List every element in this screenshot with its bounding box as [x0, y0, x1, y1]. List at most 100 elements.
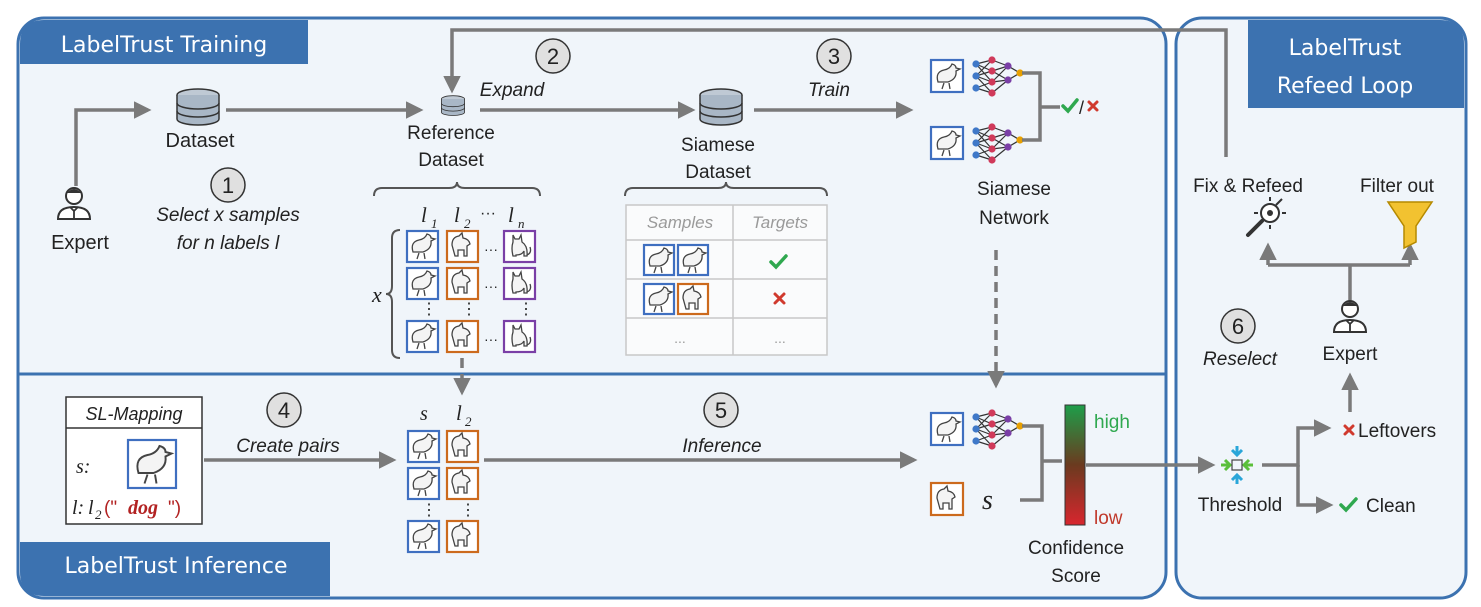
confidence-bar — [1064, 404, 1086, 526]
samples-header: Samples — [647, 213, 714, 232]
dataset-label: Dataset — [166, 130, 235, 152]
leftovers-label: Leftovers — [1358, 421, 1436, 442]
pairs-grid: ⋮ ⋮ — [406, 429, 480, 554]
siamese-table — [625, 204, 828, 356]
arrow-threshold-clean — [1296, 465, 1334, 514]
wrench-gear-icon — [1246, 197, 1286, 237]
refeed-title-line1: LabelTrust — [1289, 36, 1402, 61]
target-cross-icon — [773, 292, 786, 305]
svg-text:⋮: ⋮ — [421, 502, 437, 519]
refeed-banner — [1248, 20, 1464, 108]
siamese-ds-line2: Dataset — [685, 162, 751, 183]
step-5-badge — [703, 392, 739, 428]
clean-check-icon — [1339, 497, 1358, 513]
inference-title: LabelTrust Inference — [64, 554, 287, 579]
col-dots: ··· — [480, 205, 496, 222]
filter-out-label: Filter out — [1360, 176, 1435, 197]
siamese-ds-line1: Siamese — [681, 135, 755, 156]
step-4-badge — [266, 392, 302, 428]
pairs-l-header: l — [456, 401, 462, 425]
arrow-threshold-leftovers — [1262, 419, 1332, 467]
inference-banner — [20, 542, 330, 596]
step-1-number: 1 — [222, 173, 234, 198]
train-label: Train — [808, 80, 850, 101]
output-check-icon — [1061, 98, 1079, 114]
training-banner — [20, 20, 308, 64]
low-label: low — [1094, 508, 1123, 529]
pairs-l-sub: 2 — [465, 414, 472, 429]
clean-label: Clean — [1366, 496, 1416, 517]
threshold-label: Threshold — [1198, 495, 1283, 516]
refeed-title-line2: Refeed Loop — [1277, 74, 1413, 99]
output-slash: / — [1079, 98, 1084, 118]
s-label: s: — [76, 456, 90, 478]
expert-split — [1268, 263, 1410, 300]
arrow-refeed-reference — [443, 28, 1228, 157]
dog-open: (" — [104, 498, 117, 519]
siamese-net-line1: Siamese — [977, 179, 1051, 200]
siamese-dataset-icon — [699, 88, 743, 126]
reference-line1: Reference — [407, 123, 495, 144]
col-l2: l — [454, 203, 460, 227]
sl-mapping-title: SL-Mapping — [85, 404, 182, 424]
targets-header: Targets — [752, 213, 809, 232]
output-cross-icon — [1087, 100, 1099, 112]
select-line1: Select x samples — [156, 205, 300, 226]
svg-text:⋮: ⋮ — [518, 301, 534, 318]
step-4-number: 4 — [278, 398, 290, 423]
step-6-number: 6 — [1232, 314, 1244, 339]
siamese-brace — [624, 181, 828, 197]
siamese-net-line2: Network — [979, 208, 1049, 229]
svg-text:···: ··· — [484, 278, 498, 294]
pairs-s-header: s — [420, 403, 428, 425]
l2-sub: 2 — [95, 507, 102, 522]
net-merge — [1022, 71, 1060, 142]
inference-label: Inference — [682, 436, 761, 457]
select-line2: for n labels l — [177, 233, 280, 254]
expert-refeed-label: Expert — [1323, 344, 1379, 365]
col-ln-sub: n — [518, 216, 525, 231]
target-check-icon — [769, 254, 788, 270]
svg-text:···: ··· — [484, 241, 498, 257]
expert-label: Expert — [51, 232, 109, 254]
dog-close: ") — [168, 498, 181, 519]
col-l1: l — [421, 203, 427, 227]
l2-prefix: l — [88, 497, 94, 519]
infer-merge — [1020, 424, 1062, 502]
step-3-number: 3 — [828, 44, 840, 69]
targets-ellipsis: ... — [774, 330, 786, 346]
svg-text:⋮: ⋮ — [460, 502, 476, 519]
expand-label: Expand — [480, 80, 546, 101]
col-l2-sub: 2 — [464, 216, 471, 231]
reselect-label: Reselect — [1203, 349, 1278, 370]
l-label: l: — [72, 497, 84, 519]
funnel-icon — [1386, 201, 1434, 250]
reference-dataset-icon — [441, 95, 465, 116]
arrow-expert-dataset — [74, 101, 152, 186]
confidence-line1: Confidence — [1028, 538, 1124, 559]
s-symbol: s — [982, 485, 993, 516]
reference-brace — [373, 181, 541, 197]
refeed-frame — [1174, 16, 1468, 600]
leftovers-cross-icon — [1343, 424, 1355, 436]
reference-line2: Dataset — [418, 150, 484, 171]
fix-refeed-label: Fix & Refeed — [1193, 176, 1303, 197]
step-1-badge — [210, 167, 246, 203]
dog-keyword: dog — [128, 497, 158, 519]
step-3-badge — [816, 38, 852, 74]
col-ln: l — [508, 203, 514, 227]
step-2-number: 2 — [547, 44, 559, 69]
confidence-line2: Score — [1051, 566, 1101, 587]
step-2-badge — [535, 38, 571, 74]
row-x-label: x — [371, 282, 382, 307]
create-pairs-label: Create pairs — [236, 436, 340, 457]
samples-ellipsis: ... — [674, 330, 686, 346]
left-frame — [16, 16, 1168, 600]
svg-text:⋮: ⋮ — [461, 301, 477, 318]
svg-text:⋮: ⋮ — [421, 301, 437, 318]
threshold-icon — [1221, 446, 1253, 484]
step-5-number: 5 — [715, 398, 727, 423]
reference-grid: ··· ··· ⋮ ⋮ ⋮ ··· — [405, 229, 537, 354]
